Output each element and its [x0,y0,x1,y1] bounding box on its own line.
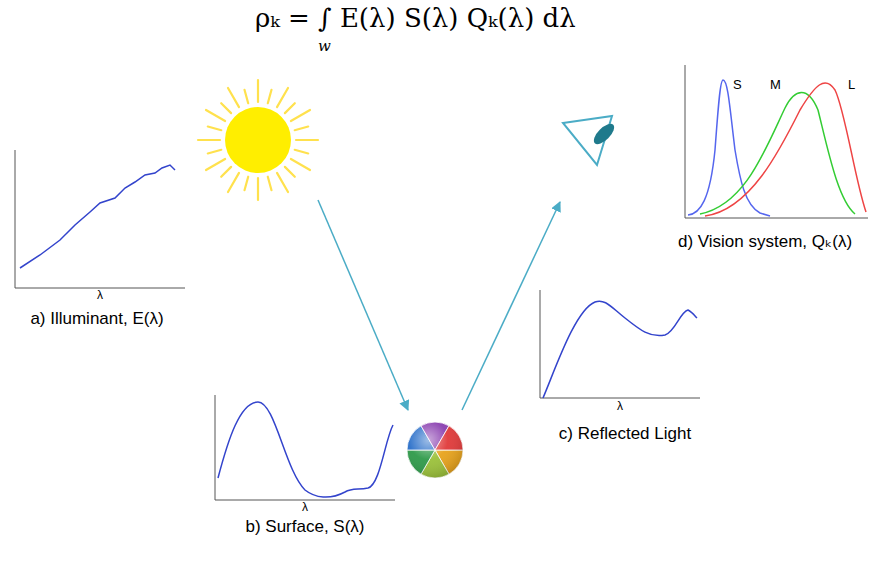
surface-chart [215,395,395,500]
sun-icon [277,173,288,192]
light-arrow [318,200,560,410]
sun-icon [208,150,222,154]
sun-icon [291,159,310,170]
sun-icon [198,139,220,141]
sun-icon [277,88,288,107]
caption: c) Reflected Light [559,424,691,444]
ball-icon [407,422,463,478]
sun-icon [295,127,309,131]
surface-chart [215,395,395,500]
sun-icon [221,167,231,177]
axis-label: λ [617,400,623,414]
sun-icon [295,150,309,154]
reflected-light-chart [540,290,700,398]
sun-icon [285,103,295,113]
curve-label: M [770,78,781,93]
illuminant-chart [15,150,185,288]
sun-icon [228,88,239,107]
reflected-light-chart [543,301,697,398]
axis-label: λ [302,501,308,515]
curve-label: S [733,78,742,93]
sensitivity-chart [685,65,868,218]
formula-title: ρₖ = ∫ E(λ) S(λ) Qₖ(λ) dλ [255,4,576,34]
sun-icon [268,177,272,191]
sun-icon [198,80,318,200]
sun-icon [221,103,231,113]
ball-icon [407,422,463,478]
sun-icon [257,80,259,102]
eye-icon [563,116,617,165]
sun-icon [291,110,310,121]
illuminant-chart [20,165,175,268]
sun-icon [285,167,295,177]
sun-icon [245,177,249,191]
sun-icon [206,159,225,170]
sensitivity-chart [685,65,868,218]
curve-label: L [848,78,855,93]
sun-icon [257,178,259,200]
sun-icon [245,90,249,104]
sun-icon [268,90,272,104]
sun-icon [206,110,225,121]
light-arrow [318,200,408,410]
integral-subscript: w [318,38,331,55]
eye-icon [591,121,618,148]
sun-icon [228,173,239,192]
sun-icon [296,139,318,141]
illuminant-chart [15,150,185,288]
axis-label: λ [97,289,103,303]
caption: d) Vision system, Qₖ(λ) [678,232,852,252]
caption: b) Surface, S(λ) [245,517,364,537]
sensitivity-chart [705,83,866,216]
reflected-light-chart [540,290,700,398]
caption: a) Illuminant, E(λ) [30,309,163,329]
sun-icon [225,107,291,173]
surface-chart [218,402,393,497]
sensitivity-chart [688,80,770,216]
light-arrow [462,202,560,410]
sun-icon [208,127,222,131]
